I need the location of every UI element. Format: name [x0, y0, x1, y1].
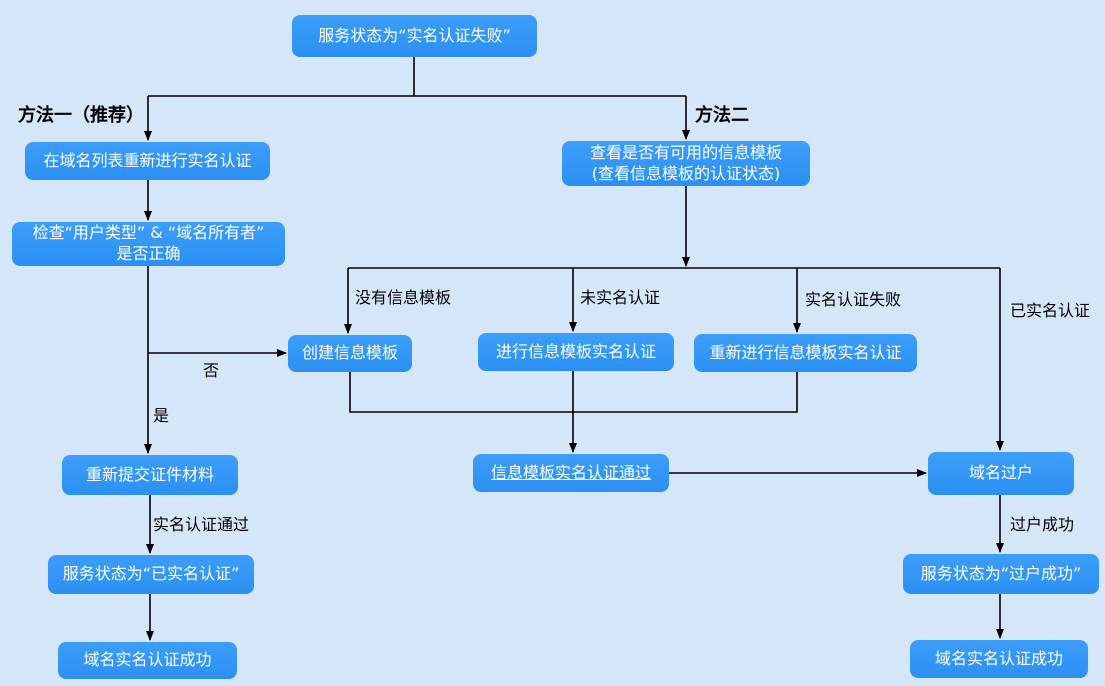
node-reauth-in-domain-list: 在域名列表重新进行实名认证	[25, 142, 270, 180]
node-label: 进行信息模板实名认证	[495, 341, 656, 361]
node-label: 域名过户	[968, 463, 1033, 483]
label-method-1: 方法一（推荐）	[18, 105, 144, 126]
node-domain-auth-success-left: 域名实名认证成功	[58, 642, 237, 679]
node-label: 在域名列表重新进行实名认证	[43, 150, 252, 170]
label-not-authenticated: 未实名认证	[580, 288, 661, 307]
node-domain-auth-success-right: 域名实名认证成功	[910, 640, 1088, 678]
node-label: 服务状态为“实名认证失败”	[318, 25, 511, 45]
edge-converge-bracket	[349, 372, 798, 413]
node-redo-template-auth: 重新进行信息模板实名认证	[694, 334, 917, 372]
label-auth-passed: 实名认证通过	[153, 515, 250, 534]
node-status-transfer-success: 服务状态为“过户成功”	[903, 554, 1099, 594]
node-label: 重新进行信息模板实名认证	[709, 342, 902, 362]
node-label: 查看是否有可用的信息模板 (查看信息模板的认证状态)	[589, 142, 782, 183]
node-label: 服务状态为“过户成功”	[920, 563, 1082, 583]
label-method-2: 方法二	[695, 105, 749, 126]
label-yes: 是	[153, 406, 170, 425]
node-label: 重新提交证件材料	[85, 464, 214, 484]
label-already-authed: 已实名认证	[1010, 301, 1091, 320]
node-label: 创建信息模板	[301, 343, 398, 363]
node-label: 检查“用户类型” & “域名所有者” 是否正确	[32, 223, 265, 263]
node-label: 域名实名认证成功	[934, 648, 1063, 668]
node-domain-transfer: 域名过户	[928, 452, 1074, 495]
label-auth-failed: 实名认证失败	[805, 290, 902, 309]
node-template-auth-passed[interactable]: 信息模板实名认证通过	[473, 454, 669, 492]
node-resubmit-documents: 重新提交证件材料	[62, 455, 238, 495]
node-label: 服务状态为“已实名认证”	[62, 564, 240, 584]
label-no-template: 没有信息模板	[355, 288, 452, 307]
node-label: 域名实名认证成功	[83, 650, 212, 670]
node-create-template: 创建信息模板	[288, 335, 412, 372]
node-view-available-templates: 查看是否有可用的信息模板 (查看信息模板的认证状态)	[562, 141, 810, 186]
node-status-auth-failed: 服务状态为“实名认证失败”	[292, 15, 537, 57]
node-do-template-auth: 进行信息模板实名认证	[478, 333, 674, 371]
label-transfer-success: 过户成功	[1010, 515, 1075, 534]
label-no: 否	[203, 361, 220, 380]
node-check-user-type-owner: 检查“用户类型” & “域名所有者” 是否正确	[12, 222, 285, 266]
node-label: 信息模板实名认证通过	[490, 462, 651, 482]
node-status-authed: 服务状态为“已实名认证”	[48, 555, 254, 594]
